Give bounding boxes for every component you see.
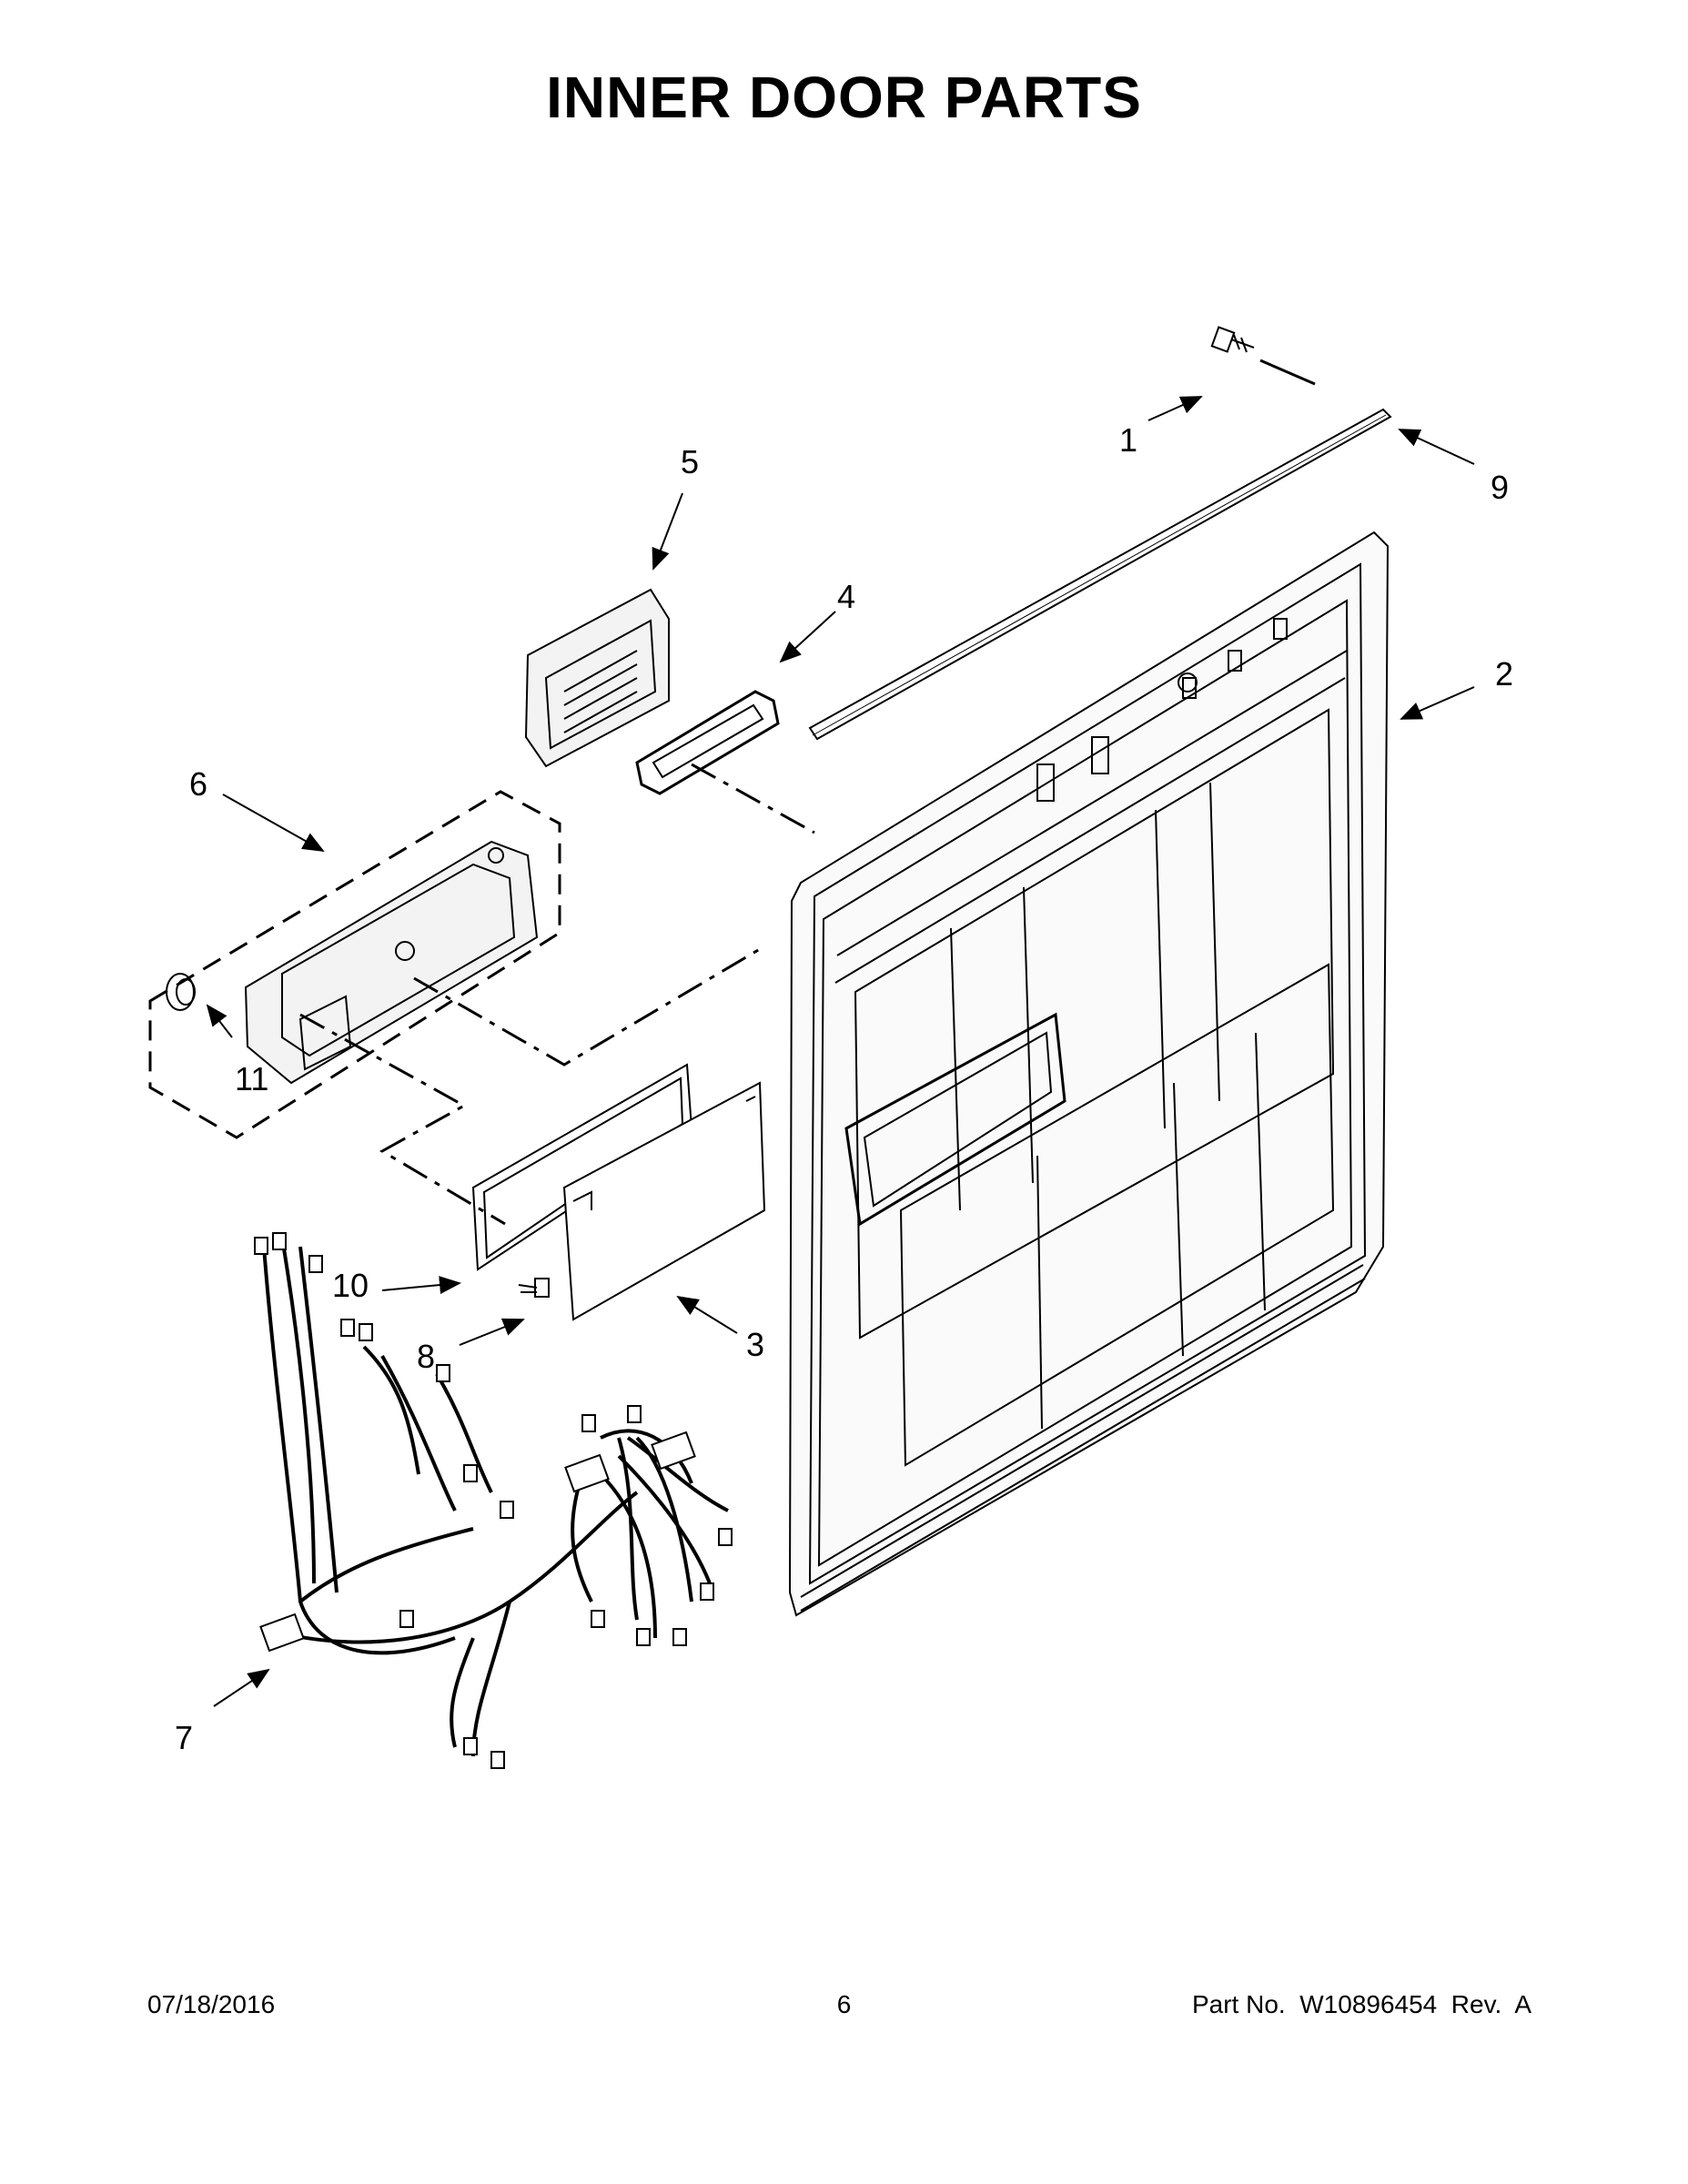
door-top-strip xyxy=(808,408,1392,741)
control-cover xyxy=(562,1081,766,1321)
screw-1 xyxy=(1210,326,1255,353)
dispenser-assembly xyxy=(244,840,539,1085)
callout-6: 6 xyxy=(189,765,207,803)
leader-arrow-5 xyxy=(652,492,683,571)
alignment-lines xyxy=(299,763,815,1226)
inner-door-panel xyxy=(788,531,1390,1617)
screw-8 xyxy=(518,1278,550,1298)
leader-arrow-8 xyxy=(459,1318,525,1346)
callout-1: 1 xyxy=(1119,421,1137,459)
dispenser-knob xyxy=(166,973,196,1011)
callout-5: 5 xyxy=(681,443,699,480)
wire-harness xyxy=(262,1237,729,1757)
callout-2: 2 xyxy=(1495,655,1513,693)
leader-arrow-10 xyxy=(381,1276,461,1295)
footer-date: 07/18/2016 xyxy=(147,1990,276,2018)
footer-page-number: 6 xyxy=(836,1990,852,2018)
callout-9: 9 xyxy=(1491,469,1509,506)
leader-arrow-6 xyxy=(222,794,325,852)
dispenser-dash-box xyxy=(148,790,561,1139)
leader-arrow-7 xyxy=(213,1668,270,1707)
leader-arrow-11 xyxy=(206,1004,233,1038)
page-title: INNER DOOR PARTS xyxy=(546,65,1142,130)
leader-arrow-1 xyxy=(1147,396,1203,421)
leader-arrow-3 xyxy=(676,1295,738,1334)
vent-gasket xyxy=(635,690,780,795)
leader-arrow-9 xyxy=(1398,429,1475,465)
callout-7: 7 xyxy=(175,1719,193,1756)
harness-connectors xyxy=(254,1232,733,1769)
leader-arrow-2 xyxy=(1400,686,1475,720)
callout-3: 3 xyxy=(746,1326,764,1363)
callout-8: 8 xyxy=(417,1338,435,1375)
footer-part-number: Part No. W10896454 Rev. A xyxy=(1191,1990,1531,2018)
callout-4: 4 xyxy=(837,578,855,615)
vent-assembly xyxy=(524,588,670,768)
callout-11: 11 xyxy=(235,1060,268,1097)
callout-10: 10 xyxy=(332,1267,369,1304)
leader-arrows xyxy=(206,396,1475,1707)
leader-arrow-4 xyxy=(779,611,836,663)
